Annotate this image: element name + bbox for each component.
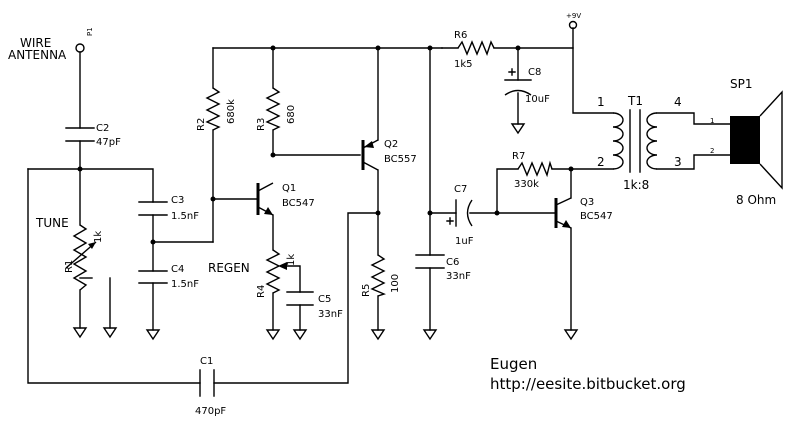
c5-value: 33nF	[318, 309, 343, 320]
c7-ref: C7	[454, 184, 467, 195]
c1-value: 470pF	[195, 406, 226, 417]
capacitor-c5	[286, 291, 314, 306]
t1-pin-4: 4	[674, 95, 682, 109]
ground-symbols	[72, 123, 579, 341]
potentiometer-r4	[265, 249, 287, 294]
c6-value: 33nF	[446, 271, 471, 282]
antenna-terminal	[75, 43, 85, 53]
r1-value: 1k	[93, 231, 104, 243]
sp1-ref: SP1	[730, 77, 753, 91]
r2-ref: R2	[196, 118, 207, 131]
potentiometer-r1	[65, 224, 97, 291]
wires	[27, 27, 731, 384]
q1-type: BC547	[282, 198, 315, 209]
t1-pin-2: 2	[597, 155, 605, 169]
t1-pin-3: 3	[674, 155, 682, 169]
resistor-r2	[205, 87, 221, 131]
r5-ref: R5	[361, 284, 372, 297]
resistor-r3	[265, 87, 281, 131]
c7-value: 1uF	[455, 236, 474, 247]
supply-terminal	[568, 20, 578, 30]
r7-ref: R7	[512, 151, 525, 162]
speaker-sp1	[730, 90, 783, 190]
q2-type: BC557	[384, 154, 417, 165]
r1-ref: R1	[64, 260, 75, 273]
t1-ref: T1	[627, 94, 643, 108]
q1-ref: Q1	[282, 183, 296, 194]
p1-label: P1	[86, 27, 94, 36]
c4-ref: C4	[171, 264, 184, 275]
resistor-r7	[517, 160, 553, 178]
r6-ref: R6	[454, 30, 467, 41]
speaker-impedance: 8 Ohm	[736, 193, 776, 207]
c2-ref: C2	[96, 123, 109, 134]
author-url: http://eesite.bitbucket.org	[490, 375, 686, 393]
sp1-pin-1: 1	[710, 117, 714, 125]
author-name: Eugen	[490, 355, 537, 373]
t1-pin-1: 1	[597, 95, 605, 109]
c8-value: 10uF	[525, 94, 550, 105]
transistor-q3	[554, 197, 572, 229]
antenna-label-line1: WIRE	[20, 36, 51, 50]
c4-value: 1.5nF	[171, 279, 199, 290]
antenna-label-line2: ANTENNA	[8, 48, 67, 62]
r3-ref: R3	[256, 118, 267, 131]
c3-value: 1.5nF	[171, 211, 199, 222]
q3-ref: Q3	[580, 197, 594, 208]
resistor-r6	[457, 40, 495, 56]
c2-value: 47pF	[96, 137, 121, 148]
r3-value: 680	[286, 105, 297, 124]
supply-label: +9V	[566, 12, 581, 20]
transistor-q2	[361, 139, 379, 171]
transistor-q1	[256, 182, 274, 216]
r6-value: 1k5	[454, 59, 473, 70]
regen-label: REGEN	[208, 261, 250, 275]
capacitor-c1	[199, 369, 215, 397]
capacitor-c2	[65, 127, 95, 142]
q3-type: BC547	[580, 211, 613, 222]
c6-ref: C6	[446, 257, 459, 268]
capacitor-c3	[138, 201, 168, 216]
resistor-r5	[370, 254, 386, 297]
capacitor-c6	[415, 254, 445, 269]
r2-value: 680k	[226, 99, 237, 124]
junction-dots	[77, 45, 574, 245]
r7-value: 330k	[514, 179, 539, 190]
c8-ref: C8	[528, 67, 541, 78]
sp1-pin-2: 2	[710, 147, 714, 155]
r4-value: 1k	[286, 254, 297, 266]
c1-ref: C1	[200, 356, 213, 367]
r4-ref: R4	[256, 285, 267, 298]
c5-ref: C5	[318, 294, 331, 305]
capacitor-c7	[446, 199, 473, 227]
r5-value: 100	[390, 274, 401, 293]
capacitor-c4	[138, 270, 168, 284]
capacitor-c8	[504, 68, 532, 96]
tune-label: TUNE	[35, 216, 69, 230]
transformer-t1	[612, 109, 658, 173]
q2-ref: Q2	[384, 139, 398, 150]
c3-ref: C3	[171, 195, 184, 206]
t1-ratio: 1k:8	[623, 178, 649, 192]
